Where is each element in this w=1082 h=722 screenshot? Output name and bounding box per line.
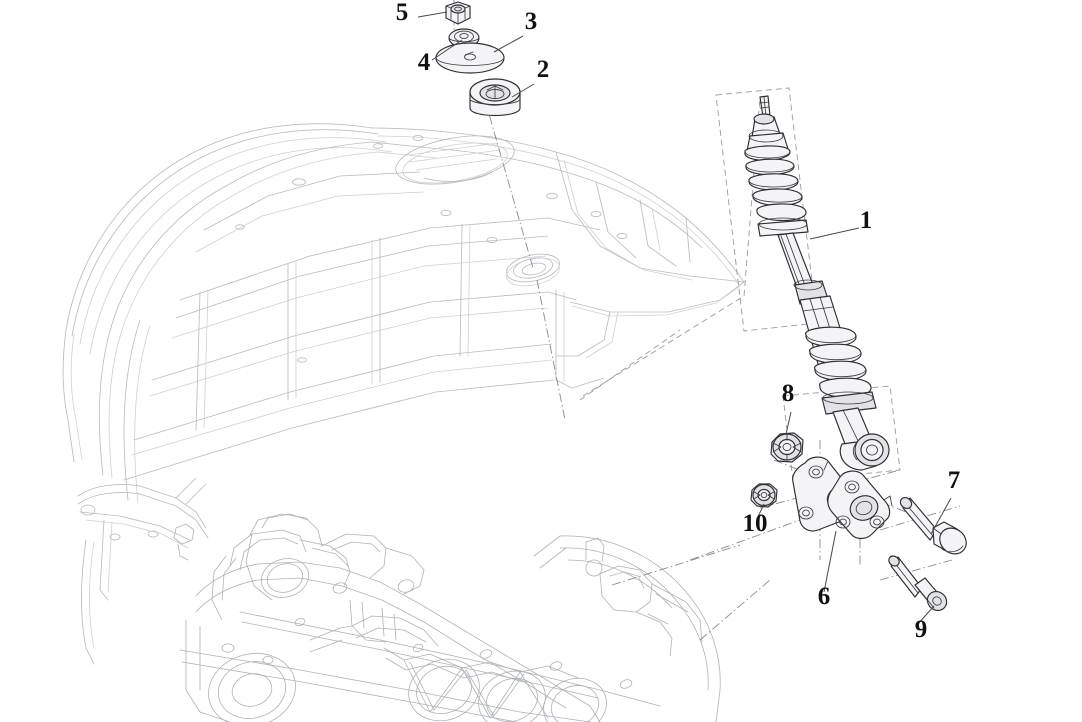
callout-label-9: 9 <box>915 616 928 643</box>
callout-label-6: 6 <box>818 583 831 610</box>
callout-label-5: 5 <box>396 0 409 26</box>
part-shock-absorber <box>744 95 890 471</box>
callout-label-1: 1 <box>860 207 873 234</box>
callout-label-4: 4 <box>418 49 431 76</box>
part-socket-cap-bolt <box>888 555 948 612</box>
callout-numbers: 5 4 3 2 1 8 7 10 6 9 <box>396 0 961 643</box>
part-washer-plate <box>435 42 505 74</box>
part-mounting-bracket <box>792 456 893 540</box>
upper-coil-spring <box>744 145 807 222</box>
callout-label-7: 7 <box>948 467 961 494</box>
callout-label-10: 10 <box>743 510 768 537</box>
part-large-lock-nut <box>770 432 804 463</box>
part-small-lock-nut <box>750 483 778 508</box>
part-flange-bolt <box>899 496 967 555</box>
shock-bounding-box <box>715 87 818 332</box>
callout-label-3: 3 <box>525 8 538 35</box>
engine-assembly <box>173 513 721 722</box>
callout-label-8: 8 <box>782 380 795 407</box>
lower-coil-spring <box>805 326 872 398</box>
part-rubber-bushing <box>469 78 521 116</box>
part-hex-nut <box>445 1 471 25</box>
rear-fender-body <box>62 123 745 665</box>
leader-lines <box>417 11 952 626</box>
callout-label-2: 2 <box>537 56 550 83</box>
